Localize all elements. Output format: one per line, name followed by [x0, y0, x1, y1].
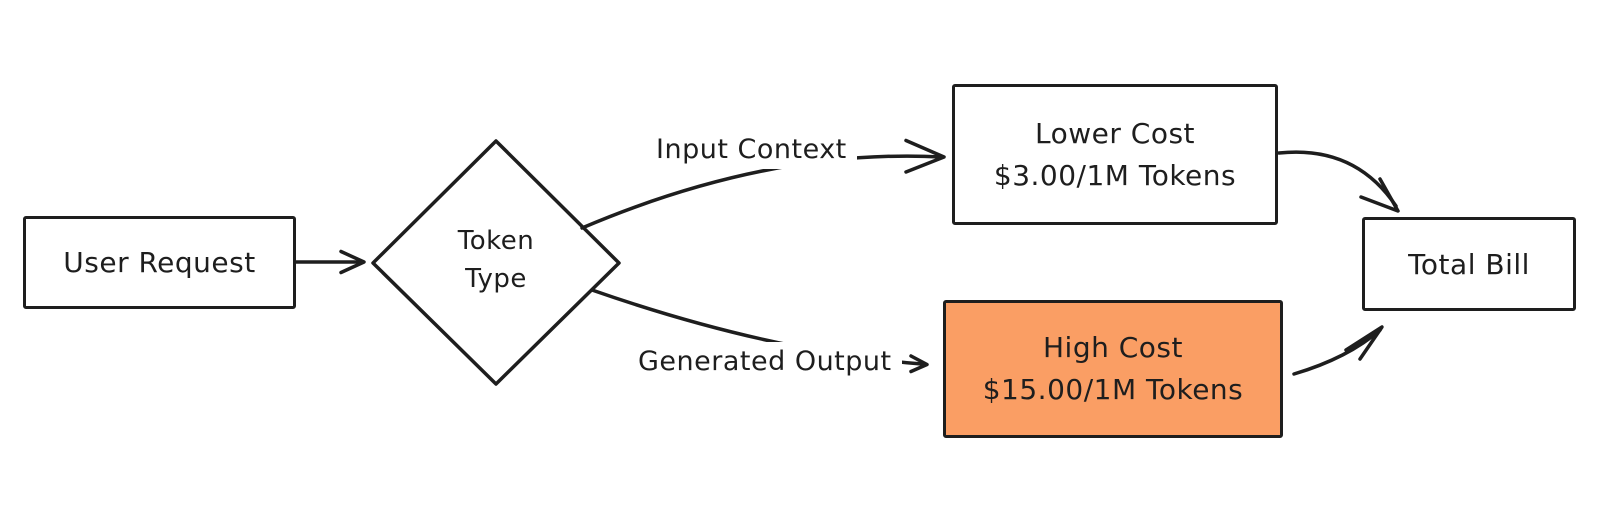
high-cost-title: High Cost — [1042, 331, 1183, 364]
lower-cost-price: $3.00/1M Tokens — [993, 158, 1237, 192]
total-bill-label: Total Bill — [1408, 247, 1530, 281]
edge-label-input-context: Input Context — [646, 130, 857, 169]
arrow-lower-cost-to-total-bill — [1277, 150, 1400, 213]
user-request-label: User Request — [63, 246, 256, 279]
arrow-input-context — [580, 138, 946, 230]
edge-label-generated-output: Generated Output — [628, 342, 902, 381]
arrow-high-cost-to-total-bill — [1292, 325, 1384, 376]
token-type-line2: Type — [465, 263, 527, 294]
high-cost-price: $15.00/1M Tokens — [982, 373, 1244, 406]
node-lower-cost: Lower Cost $3.00/1M Tokens — [952, 84, 1278, 225]
token-type-diamond-shape — [371, 139, 621, 386]
token-type-line1: Token — [457, 226, 535, 256]
node-total-bill: Total Bill — [1362, 217, 1576, 311]
node-user-request: User Request — [23, 216, 296, 309]
node-token-type-label: Token Type — [396, 223, 596, 298]
node-high-cost: High Cost $15.00/1M Tokens — [943, 300, 1283, 438]
arrow-user-request-to-token-type — [294, 249, 366, 275]
lower-cost-title: Lower Cost — [1034, 116, 1196, 150]
